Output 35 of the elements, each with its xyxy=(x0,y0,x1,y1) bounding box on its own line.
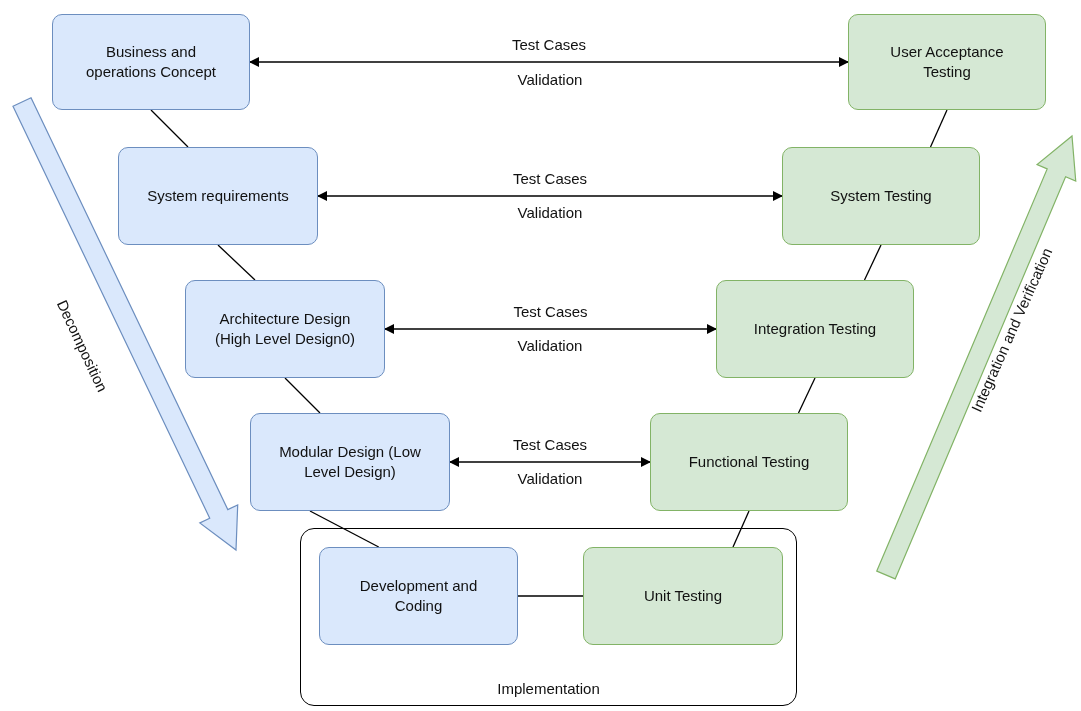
connector xyxy=(797,377,816,414)
connector xyxy=(284,377,321,414)
connector xyxy=(929,109,948,148)
process-box xyxy=(52,14,250,110)
connector xyxy=(384,324,717,334)
connector xyxy=(217,244,256,281)
connector xyxy=(863,244,882,281)
box-label: Functional Testing xyxy=(687,451,811,472)
process-box xyxy=(650,413,848,511)
connector xyxy=(309,510,380,548)
box-label: Unit Testing xyxy=(642,585,724,606)
process-box xyxy=(319,547,518,645)
connector xyxy=(150,109,189,148)
process-box xyxy=(782,147,980,245)
connector xyxy=(449,457,651,467)
connector xyxy=(732,510,750,548)
process-box xyxy=(583,547,783,645)
connector xyxy=(517,595,584,597)
box-label: Integration Testing xyxy=(752,318,878,339)
connector xyxy=(317,191,783,201)
group-frame xyxy=(300,528,797,706)
box-label: Business and operations Concept xyxy=(84,41,218,82)
process-box xyxy=(716,280,914,378)
box-label: System requirements xyxy=(146,185,290,206)
connector xyxy=(249,57,849,67)
box-label: Development and Coding xyxy=(358,575,479,616)
box-label: System Testing xyxy=(829,185,933,206)
box-label: User Acceptance Testing xyxy=(889,41,1005,82)
process-box xyxy=(848,14,1046,110)
process-box xyxy=(250,413,450,511)
box-label: Architecture Design (High Level Design0) xyxy=(213,308,357,349)
box-label: Implementation xyxy=(496,678,601,699)
process-box xyxy=(185,280,385,378)
box-label: Modular Design (Low Level Design) xyxy=(278,441,422,482)
process-box xyxy=(118,147,318,245)
